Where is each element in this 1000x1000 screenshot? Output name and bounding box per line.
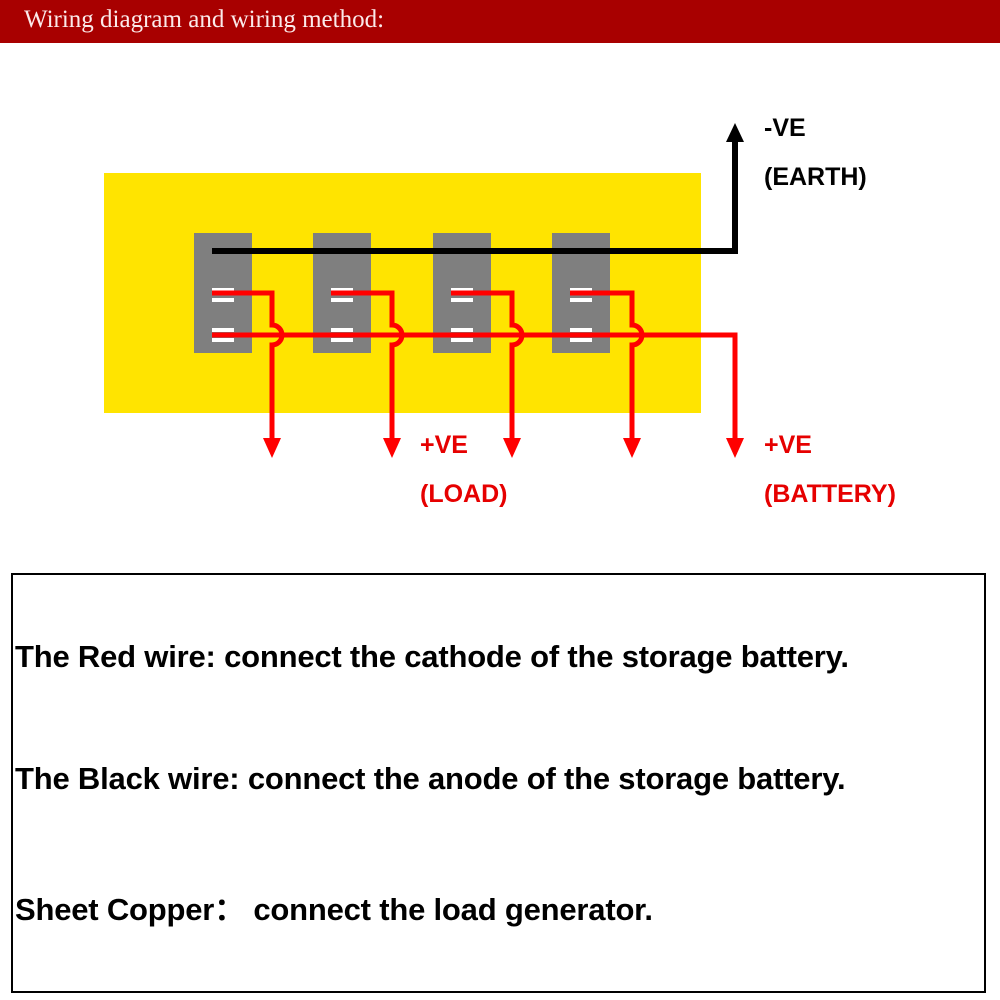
terminal-pin-positive — [212, 288, 234, 292]
load-positive-wire — [331, 290, 405, 440]
load-terminal-label: +VE — [420, 431, 468, 459]
arrow-down-icon — [383, 438, 401, 458]
page-title: Wiring diagram and wiring method: — [24, 6, 385, 33]
arrow-down-icon — [503, 438, 521, 458]
load-positive-wire — [570, 290, 645, 440]
negative-wire — [212, 140, 738, 254]
note-black-wire: The Black wire: connect the anode of the… — [15, 761, 846, 796]
terminal-pin-positive — [570, 328, 592, 332]
terminal-pin-positive — [331, 338, 353, 342]
battery-terminal-label: +VE — [764, 431, 812, 459]
terminal-pin-positive — [451, 288, 473, 292]
arrow-down-icon — [726, 438, 744, 458]
load-positive-wire — [451, 290, 525, 440]
terminal-pin-positive — [212, 298, 234, 302]
negative-terminal-label: -VE — [764, 114, 806, 142]
load-terminal-desc: (LOAD) — [420, 480, 508, 508]
battery-terminal-desc: (BATTERY) — [764, 480, 896, 508]
terminal-pin-positive — [212, 328, 234, 332]
arrow-down-icon — [623, 438, 641, 458]
terminal-pin-positive — [570, 298, 592, 302]
terminal-pin-positive — [570, 338, 592, 342]
negative-terminal-desc: (EARTH) — [764, 163, 867, 191]
terminal-pin-positive — [451, 338, 473, 342]
terminal-pin-positive — [331, 288, 353, 292]
note-sheet-copper: Sheet Copper： connect the load generator… — [15, 892, 653, 927]
terminal-pin-positive — [331, 328, 353, 332]
load-positive-wire — [212, 290, 285, 440]
arrow-down-icon — [263, 438, 281, 458]
terminal-pin-positive — [331, 298, 353, 302]
wiring-diagram — [104, 123, 744, 458]
terminal-pin-positive — [570, 288, 592, 292]
instructions-box: The Red wire: connect the cathode of the… — [11, 573, 986, 993]
arrow-up-icon — [726, 123, 744, 142]
terminal-pin-positive — [451, 298, 473, 302]
note-red-wire: The Red wire: connect the cathode of the… — [15, 639, 849, 674]
terminal-pin-positive — [212, 338, 234, 342]
header-bar: Wiring diagram and wiring method: — [0, 0, 1000, 43]
terminal-pin-positive — [451, 328, 473, 332]
battery-positive-wire — [212, 332, 738, 440]
